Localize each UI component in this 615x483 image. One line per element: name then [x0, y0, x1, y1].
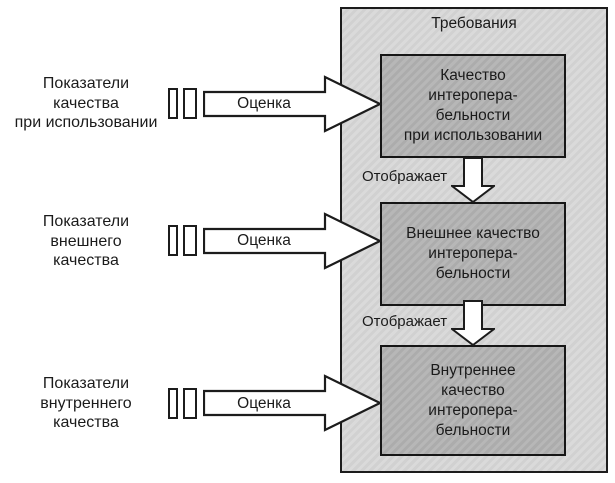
parallel-bar-icon	[183, 388, 197, 419]
parallel-bar-icon	[168, 225, 178, 256]
parallel-bar-icon	[183, 225, 197, 256]
maps-label-1: Отображает	[362, 168, 448, 185]
box-internal-quality: Внутреннее качество интеропера- бельност…	[380, 345, 566, 456]
box-external-quality: Внешнее качество интеропера- бельности	[380, 202, 566, 306]
evaluation-arrow-icon	[203, 374, 382, 432]
box-quality-in-use: Качество интеропера- бельности при испол…	[380, 54, 566, 158]
evaluation-label: Оценка	[237, 232, 291, 249]
label-internal-quality-indicators: Показатели внутреннего качества	[40, 375, 132, 431]
evaluation-label: Оценка	[237, 95, 291, 112]
label-quality-in-use-indicators: Показатели качества при использовании	[14, 75, 158, 131]
evaluation-label: Оценка	[237, 395, 291, 412]
parallel-bar-icon	[183, 88, 197, 119]
requirements-title: Требования	[431, 15, 517, 32]
maps-label-2: Отображает	[362, 313, 448, 330]
down-arrow-icon	[451, 300, 495, 346]
down-arrow-icon	[451, 157, 495, 203]
evaluation-arrow-icon	[203, 75, 382, 133]
parallel-bar-icon	[168, 388, 178, 419]
label-external-quality-indicators: Показатели внешнего качества	[42, 213, 130, 269]
evaluation-arrow-icon	[203, 212, 382, 270]
parallel-bar-icon	[168, 88, 178, 119]
